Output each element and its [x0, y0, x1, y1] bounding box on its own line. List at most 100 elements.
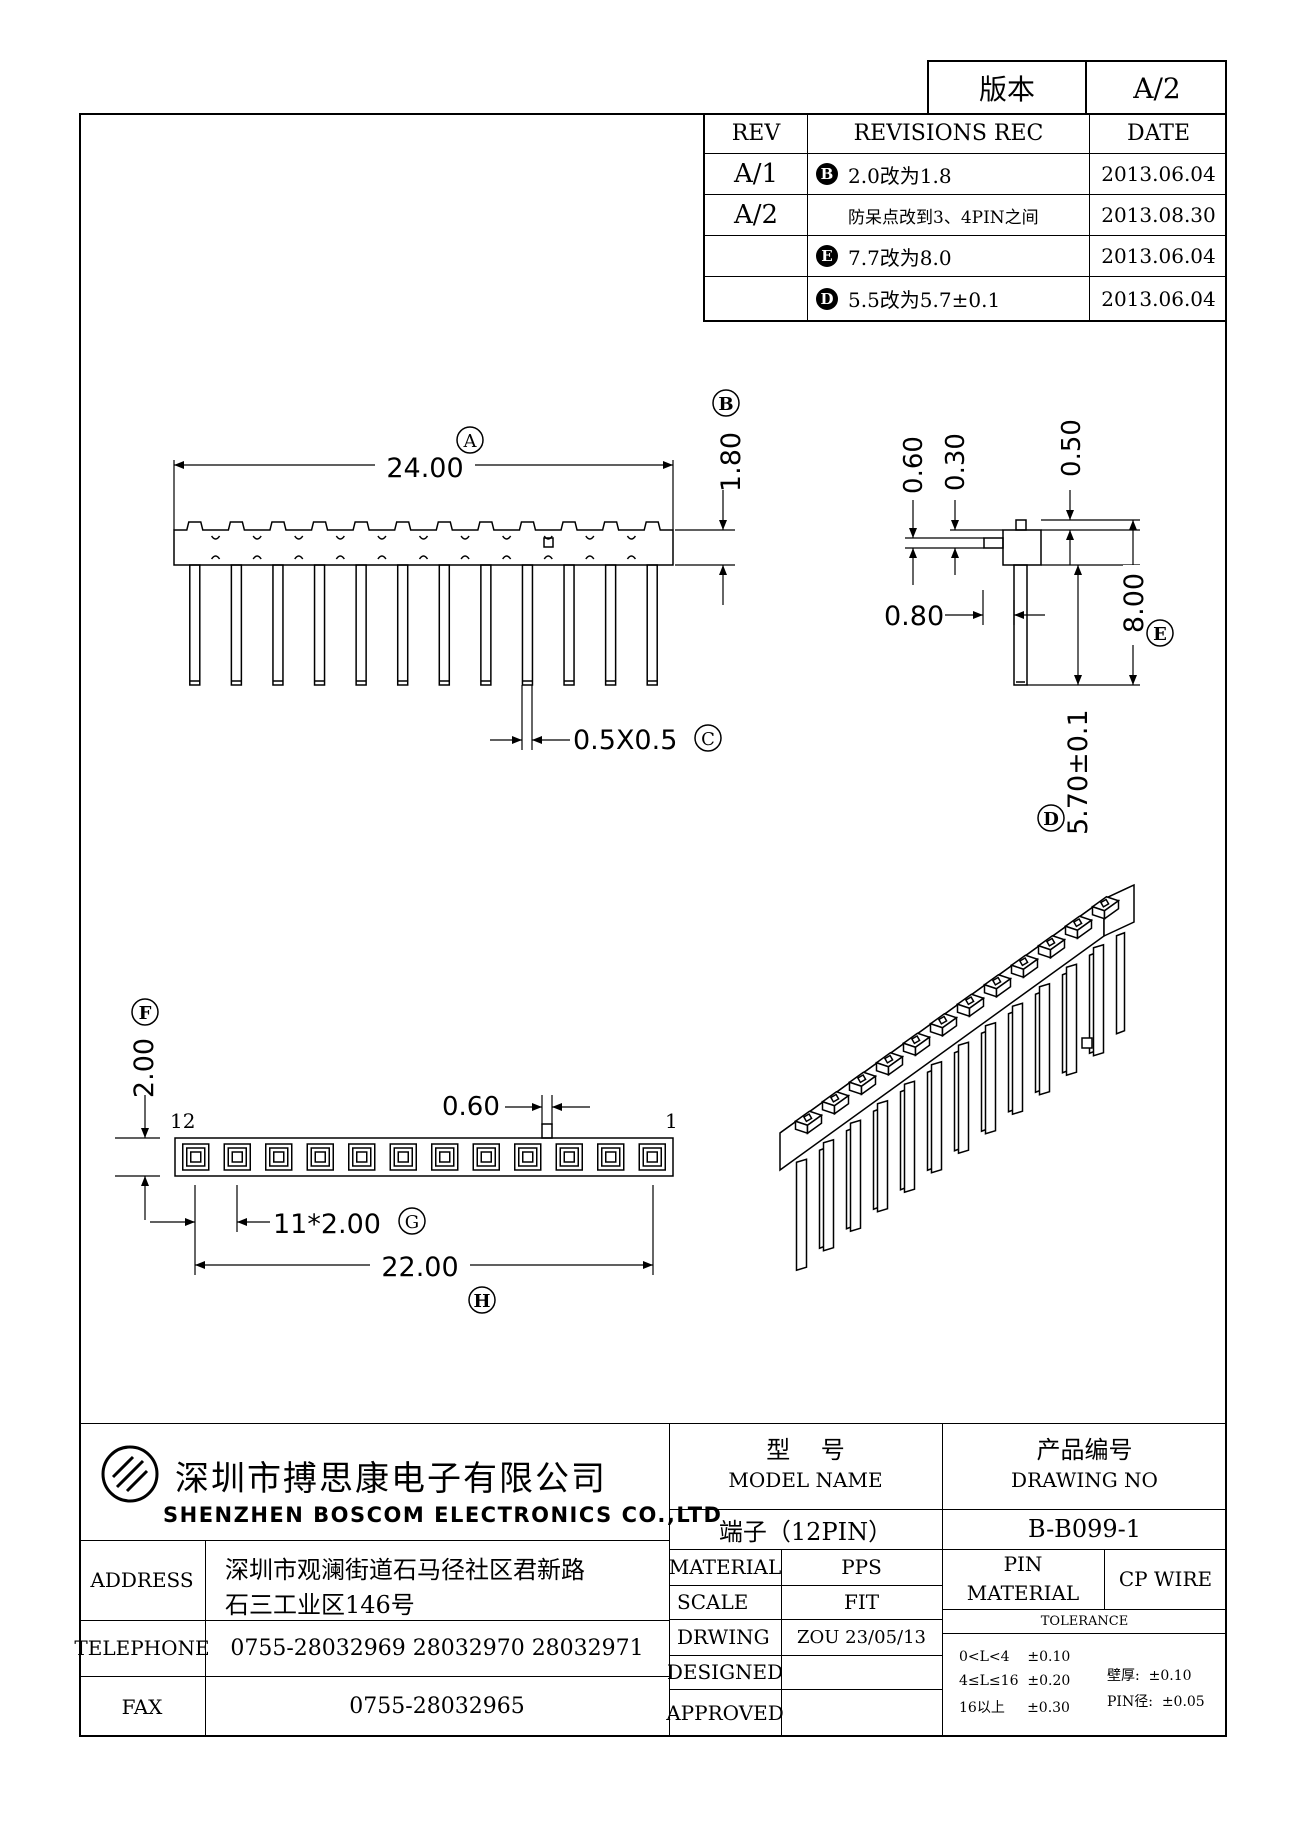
dim-080-label: 0.80: [884, 601, 944, 632]
fax-label: FAX: [121, 1694, 163, 1719]
dim-d-label: 5.70±0.1: [1063, 709, 1094, 835]
contact-outer: [431, 1143, 459, 1171]
dim-060b-label: 0.60: [442, 1092, 500, 1122]
rec-text: 7.7改为8.0: [848, 245, 952, 270]
drawing-no-value: B-B099-1: [1027, 1515, 1141, 1543]
pin: [984, 1021, 997, 1135]
address-line-1: 深圳市观澜街道石马径社区君新路: [225, 1556, 585, 1584]
telephone-value: 0755-28032969 28032970 28032971: [230, 1635, 644, 1661]
dim-05x05: [490, 685, 570, 750]
dim-c-label: 0.5X0.5: [573, 725, 677, 756]
contact-block-side: [968, 996, 985, 1018]
contact-inner: [397, 1151, 409, 1163]
dim-e-label: 8.00: [1119, 573, 1150, 633]
rev-cell: A/2: [705, 195, 808, 236]
polarization-key: [541, 1123, 553, 1139]
marker-a-icon: A: [456, 426, 484, 454]
side-view: [983, 519, 1042, 686]
svg-text:G: G: [405, 1212, 419, 1233]
body-seam: [585, 555, 595, 560]
address-line-2: 石三工业区146号: [225, 1591, 415, 1619]
date-cell: 2013.06.04: [1090, 236, 1227, 277]
body-seam: [210, 535, 221, 540]
body-seam: [335, 535, 345, 540]
version-box: 版本 A/2: [927, 60, 1227, 114]
body-seam: [418, 555, 429, 560]
contact-outer: [472, 1143, 500, 1171]
rec-cell: B 2.0改为1.8: [808, 154, 1090, 195]
pin: [355, 564, 367, 686]
pin-1-label: 1: [665, 1109, 678, 1133]
telephone-label: TELEPHONE: [74, 1636, 210, 1660]
contact-block-side: [860, 1074, 877, 1096]
drawing-no-label-cn: 产品编号: [1036, 1435, 1133, 1464]
model-label-en: MODEL NAME: [728, 1468, 883, 1492]
pin: [957, 1041, 970, 1155]
rev-cell: [705, 277, 808, 320]
connector-body: [173, 521, 674, 566]
date-cell: 2013.06.04: [1090, 154, 1227, 195]
top-dims: [115, 1095, 654, 1275]
dim-18: [675, 490, 735, 605]
drawing-frame: [79, 113, 1227, 1737]
title-block: 深圳市搏思康电子有限公司 SHENZHEN BOSCOM ELECTRONICS…: [74, 1423, 1227, 1737]
dim-h-label: 22.00: [381, 1252, 458, 1283]
date-cell: 2013.08.30: [1090, 195, 1227, 236]
pin: [1115, 931, 1126, 1035]
body-seam: [502, 555, 512, 560]
contact-inner: [563, 1151, 575, 1163]
body-seam: [502, 535, 512, 540]
rev-header: REV: [705, 113, 808, 154]
contact-mid: [601, 1147, 621, 1167]
contact-outer: [514, 1143, 542, 1171]
contact-outer: [555, 1143, 583, 1171]
fax-value: 0755-28032965: [349, 1694, 525, 1719]
contact-block-side: [914, 1035, 931, 1057]
contact-hole: [937, 1015, 948, 1025]
contact-mid: [269, 1147, 289, 1167]
contact-mid: [352, 1147, 372, 1167]
version-label: 版本: [929, 62, 1087, 114]
contact-mid: [393, 1147, 413, 1167]
svg-text:F: F: [139, 1003, 152, 1024]
side-dims: [905, 490, 1140, 686]
version-value: A/2: [1133, 71, 1181, 105]
contact-hole: [802, 1112, 813, 1123]
pin: [1038, 982, 1051, 1096]
pin: [189, 564, 201, 686]
tolerance-label: TOLERANCE: [1040, 1613, 1129, 1629]
contact-mid: [518, 1147, 538, 1167]
scale-value: FIT: [843, 1590, 880, 1614]
contact-inner: [314, 1151, 326, 1163]
date-header: DATE: [1090, 113, 1227, 154]
marker-h-icon: H: [468, 1286, 496, 1314]
pin: [646, 564, 658, 686]
svg-text:B: B: [718, 394, 733, 415]
revisions-table: REV REVISIONS REC DATE A/1 B 2.0改为1.8 20…: [703, 113, 1227, 322]
polarization-key: [543, 537, 554, 548]
pin: [521, 564, 534, 686]
marker-f-icon: F: [131, 998, 159, 1026]
dim-g-label: 11*2.00: [273, 1209, 381, 1240]
contact-block-side: [806, 1113, 823, 1135]
contact-outer: [597, 1143, 625, 1171]
contact-mid: [559, 1147, 579, 1167]
front-view: [173, 521, 674, 686]
body-seam: [626, 535, 637, 540]
pin: [313, 564, 326, 686]
contact-inner: [439, 1151, 451, 1163]
svg-text:A: A: [463, 431, 478, 452]
scale-label: SCALE: [677, 1590, 749, 1614]
body-seam: [418, 535, 429, 540]
contact-mid: [227, 1147, 247, 1167]
contact-hole: [1018, 956, 1029, 967]
company-name-cn: 深圳市搏思康电子有限公司: [175, 1459, 607, 1499]
rec-cell: E 7.7改为8.0: [808, 236, 1090, 277]
pin: [604, 564, 617, 686]
marker-b-icon: B: [816, 163, 838, 185]
contact-inner: [273, 1151, 285, 1163]
rec-text: 防呆点改到3、4PIN之间: [848, 207, 1039, 228]
pin: [438, 564, 451, 686]
rev-cell: [705, 236, 808, 277]
